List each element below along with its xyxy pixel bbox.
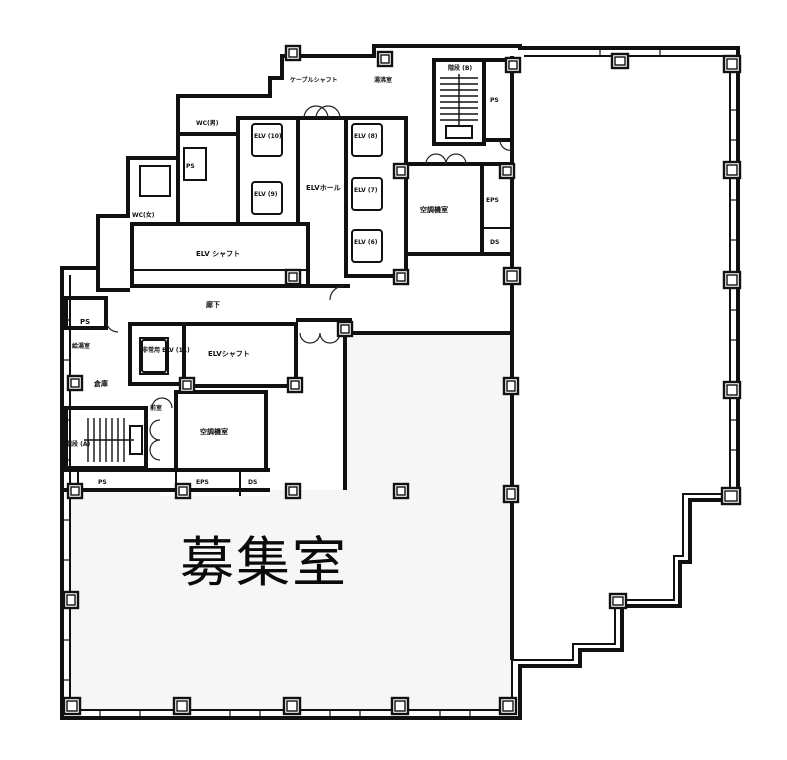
label-kyuto: 湯沸室 (374, 76, 392, 84)
label-wc-women: WC(女) (132, 211, 155, 219)
label-front-room: 前室 (150, 404, 162, 412)
label-eps-upper: EPS (486, 197, 499, 204)
label-elv-9: ELV (9) (254, 191, 278, 198)
doors (105, 105, 513, 461)
label-elv-shaft-upper: ELV シャフト (196, 250, 240, 258)
label-pantry: 給湯室 (72, 342, 90, 350)
label-machine-room-lower: 空調機室 (200, 427, 228, 436)
label-elv-8: ELV (8) (354, 133, 378, 140)
room-labels: ELVホール ELV シャフト ELVシャフト 廊下 ELV (10) ELV … (66, 64, 499, 486)
interior-walls (62, 56, 514, 660)
elevator-cars (141, 123, 383, 373)
label-elv-shaft-lower: ELVシャフト (208, 350, 250, 358)
label-corridor: 廊下 (206, 300, 220, 309)
label-ds-lower: DS (248, 479, 257, 486)
label-eps-lower: EPS (196, 479, 209, 486)
label-ps-wc: PS (186, 163, 195, 170)
label-elv-6: ELV (6) (354, 239, 378, 246)
label-machine-room-upper: 空調機室 (420, 205, 448, 214)
label-wc-men: WC(男) (196, 119, 219, 127)
label-ds-upper: DS (490, 239, 499, 246)
recruiting-room-area[interactable] (70, 333, 512, 710)
stair-lower (84, 418, 143, 462)
columns (62, 44, 742, 716)
label-stair-lower: 階段 (A) (66, 440, 90, 448)
label-elv-hall: ELVホール (306, 184, 341, 192)
label-storage: 倉庫 (93, 379, 108, 388)
label-stair-upper: 階段 (B) (448, 64, 472, 72)
label-cable-shaft: ケーブルシャフト (290, 76, 338, 84)
label-ps-left: PS (80, 318, 90, 326)
label-ps-bottom: PS (98, 479, 107, 486)
label-elv-7: ELV (7) (354, 187, 378, 194)
label-elv-10: ELV (10) (254, 133, 282, 140)
label-ps-upper: PS (490, 97, 499, 104)
recruiting-room-label: 募集室 (180, 531, 348, 594)
stair-upper (440, 74, 478, 139)
label-freight-elv: 非常用 ELV (11) (142, 346, 190, 354)
